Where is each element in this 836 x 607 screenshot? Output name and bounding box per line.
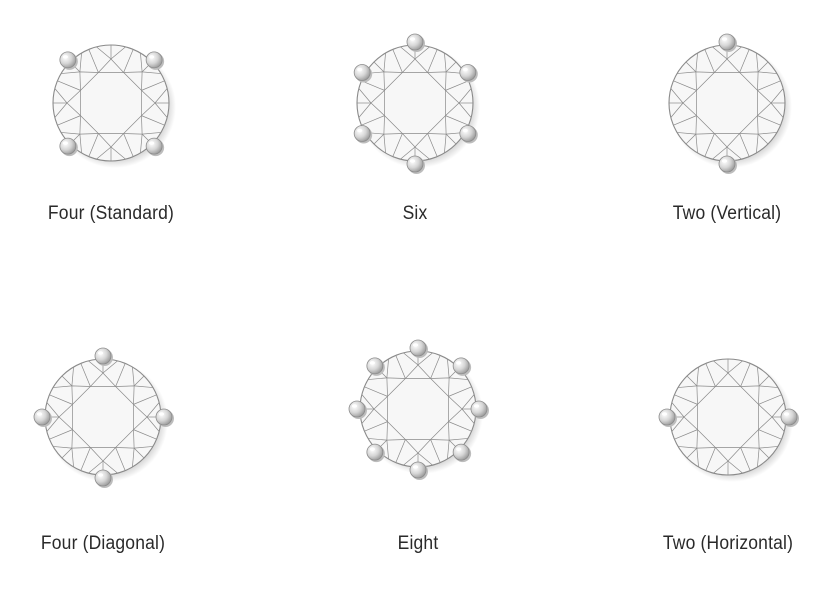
two-vertical-diamond-icon bbox=[668, 33, 792, 174]
prong bbox=[406, 155, 425, 174]
setting-two-vertical: Two (Vertical) bbox=[607, 23, 836, 293]
prong bbox=[94, 347, 113, 366]
gem-facets bbox=[45, 359, 161, 475]
prong bbox=[658, 408, 677, 427]
prong bbox=[780, 408, 799, 427]
setting-two-horizontal: Two (Horizontal) bbox=[608, 337, 836, 607]
gem-facets bbox=[669, 45, 785, 161]
prong bbox=[718, 33, 737, 52]
four-standard-diamond-icon bbox=[52, 44, 176, 168]
prong bbox=[59, 137, 78, 157]
gem-facets bbox=[670, 359, 786, 475]
prong bbox=[59, 51, 78, 70]
prong bbox=[409, 339, 428, 358]
setting-four-standard: Four (Standard) bbox=[0, 23, 231, 293]
setting-label: Four (Diagonal) bbox=[40, 533, 166, 554]
setting-eight: Eight bbox=[298, 329, 538, 599]
prong bbox=[459, 125, 478, 144]
prong bbox=[353, 125, 373, 144]
prong bbox=[353, 64, 373, 83]
prong bbox=[459, 64, 478, 83]
prong bbox=[452, 443, 472, 463]
prong bbox=[33, 408, 52, 427]
prong bbox=[94, 469, 113, 488]
eight-prong-diamond-icon bbox=[348, 339, 489, 480]
prong bbox=[409, 461, 428, 480]
setting-label: Six bbox=[402, 203, 428, 224]
setting-label: Two (Horizontal) bbox=[662, 533, 794, 554]
prong bbox=[470, 400, 489, 419]
setting-four-diagonal: Four (Diagonal) bbox=[0, 337, 223, 607]
prong bbox=[366, 357, 385, 376]
gem-facets bbox=[53, 45, 169, 161]
prong bbox=[366, 443, 385, 463]
prong bbox=[145, 137, 165, 157]
six-prong-diamond-icon bbox=[353, 33, 480, 174]
setting-label: Eight bbox=[397, 533, 439, 554]
setting-label: Two (Vertical) bbox=[672, 203, 782, 224]
prong bbox=[452, 357, 472, 376]
four-diagonal-diamond-icon bbox=[33, 347, 174, 488]
prong bbox=[145, 51, 165, 70]
gem-facets bbox=[357, 45, 473, 161]
two-horizontal-diamond-icon bbox=[658, 358, 799, 482]
prong bbox=[155, 408, 174, 427]
setting-label: Four (Standard) bbox=[47, 203, 175, 224]
prong bbox=[348, 400, 367, 419]
setting-six: Six bbox=[295, 23, 535, 293]
prong bbox=[406, 33, 425, 52]
prong bbox=[718, 155, 737, 174]
